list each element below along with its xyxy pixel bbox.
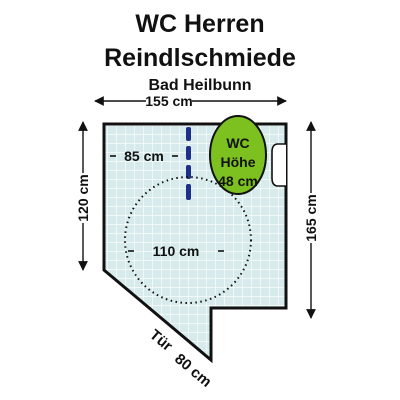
title-line-2: Reindlschmiede: [104, 44, 296, 72]
grab-bar: [186, 127, 191, 200]
toilet-label: WC: [226, 135, 249, 151]
right-dimension-label: 165 cm: [303, 194, 319, 241]
turning-circle: [124, 176, 252, 304]
top-dimension-label: 155 cm: [145, 93, 192, 109]
turning-circle-label: 110 cm: [153, 243, 200, 259]
door-label: Tür: [146, 326, 176, 355]
toilet-height-value: 48 cm: [218, 173, 258, 189]
inner-width-label: 85 cm: [124, 148, 164, 164]
sink: [271, 143, 286, 187]
left-dimension-label: 120 cm: [75, 174, 91, 221]
toilet-height-label: Höhe: [221, 154, 256, 170]
title-line-3: Bad Heilbunn: [148, 77, 252, 94]
toilet: [209, 115, 267, 195]
title-line-1: WC Herren: [135, 10, 265, 38]
